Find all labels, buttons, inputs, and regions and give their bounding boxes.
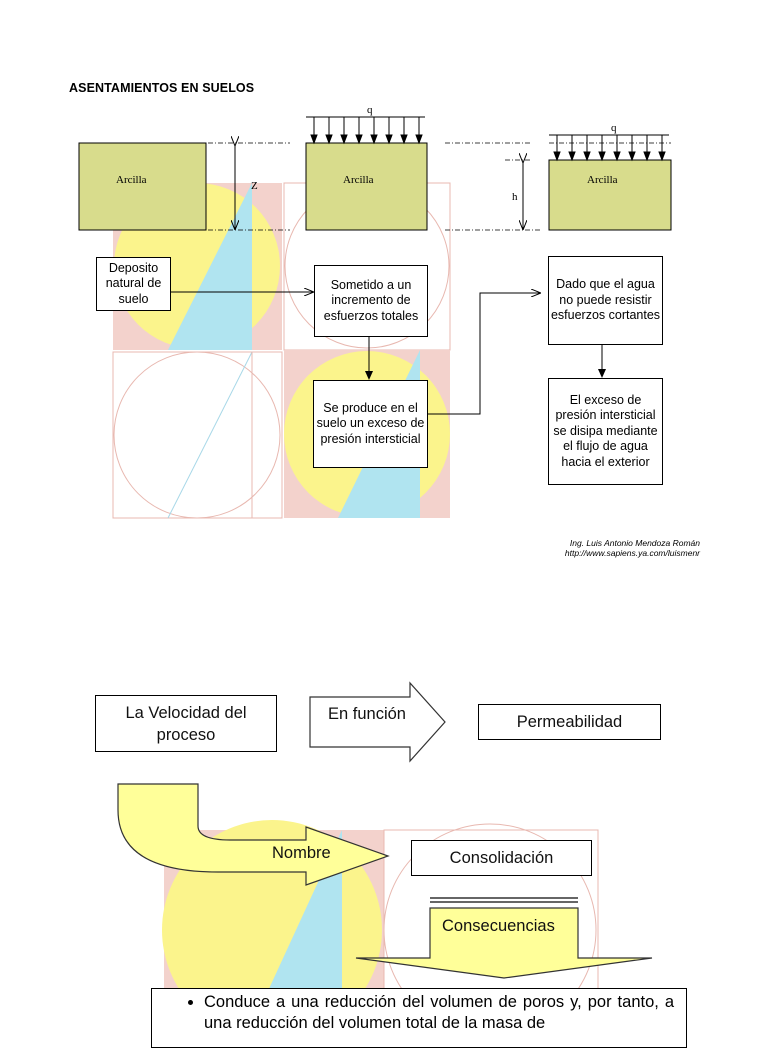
clay-label: Arcilla [343,174,374,186]
credit-url: http://www.sapiens.ya.com/luismenr [564,548,700,558]
flow-box-produce: Se produce en el suelo un exceso de pres… [313,380,428,468]
symbol-q: q [611,122,617,134]
box-consolidacion: Consolidación [411,840,592,876]
label-consecuencias: Consecuencias [442,917,555,935]
clay-layer-1 [78,142,207,231]
label-nombre: Nombre [272,844,331,862]
flow-box-dado: Dado que el agua no puede resistir esfue… [548,256,663,345]
load-arrows-q [310,117,423,145]
flow-box-sometido: Sometido a un incremento de esfuerzos to… [314,265,428,337]
process-diagram [117,681,653,979]
label-en-funcion: En función [328,705,406,723]
soil-diagram [78,116,672,415]
block-arrow-consecuencias [355,907,653,979]
consequence-text-box: Conduce a una reducción del volumen de p… [151,988,687,1048]
watermark-motif-outline [383,823,599,1024]
box-permeabilidad: Permeabilidad [478,704,661,740]
credit: Ing. Luis Antonio Mendoza Román http://w… [565,538,700,558]
clay-label: Arcilla [587,174,618,186]
block-arrow-en-funcion [309,681,446,763]
credit-author: Ing. Luis Antonio Mendoza Román [569,538,700,548]
flow-box-deposito: Deposito natural de suelo [96,257,171,311]
symbol-h: h [512,191,518,203]
watermark-motif-outline [112,351,283,519]
clay-layer-3 [548,159,672,231]
clay-layer-2 [305,142,428,231]
load-arrows-q-2 [553,135,666,162]
page-title: ASENTAMIENTOS EN SUELOS [69,81,255,95]
box-velocidad: La Velocidad del proceso [95,695,277,752]
curved-arrow-nombre [117,783,390,886]
clay-label: Arcilla [116,174,147,186]
consequence-bullet: Conduce a una reducción del volumen de p… [204,992,674,1034]
connector-arrow [428,293,540,415]
symbol-z: Z [251,180,258,192]
symbol-q: q [367,104,373,116]
flow-box-exceso: El exceso de presión intersticial se dis… [548,378,663,485]
